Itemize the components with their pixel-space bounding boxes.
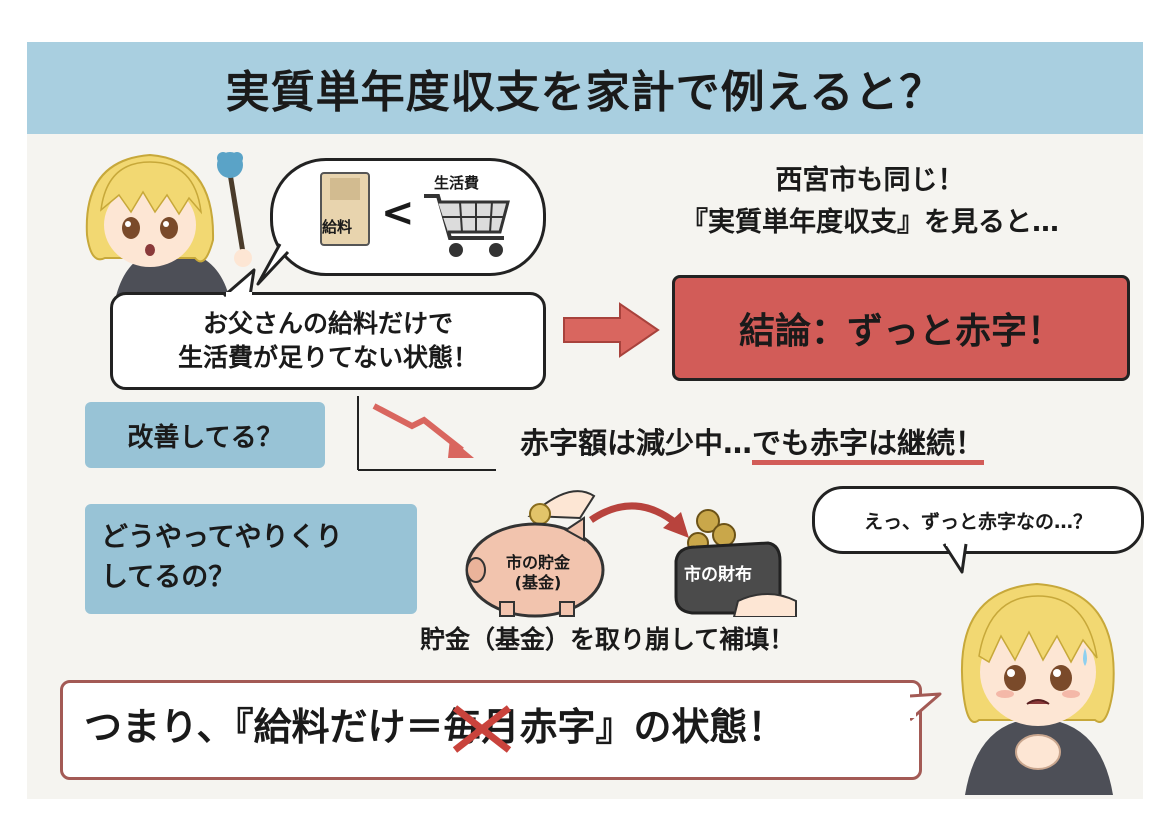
salary-label: 給料	[322, 218, 353, 236]
cross-mark-icon	[453, 705, 512, 753]
explanation-box: お父さんの給料だけで 生活費が足りてない状態！	[110, 292, 546, 390]
transfer-arrow-icon	[589, 502, 689, 538]
wallet-label: 市の財布	[684, 565, 752, 585]
summary-box-tail	[910, 692, 942, 722]
fund-text: 貯金（基金）を取り崩して補填！	[420, 625, 795, 654]
piggy-bank-label: 市の貯金 (基金)	[478, 553, 598, 593]
living-cost-label: 生活費	[434, 174, 480, 192]
summary-part2: 赤字』の状態！	[519, 705, 786, 749]
question-improving: 改善してる？	[85, 402, 325, 468]
piggy-bank-line1: 市の貯金	[505, 553, 570, 572]
piggy-bank-line2: (基金)	[514, 573, 562, 592]
explanation-line1: お父さんの給料だけで	[202, 309, 453, 338]
less-than-sign: <	[381, 190, 415, 236]
right-arrow-icon	[563, 302, 660, 358]
title-banner: 実質単年度収支を家計で例えると？	[27, 42, 1143, 134]
summary-crossed-wrap: 毎月	[443, 700, 520, 754]
girl-character-worried	[961, 582, 1115, 795]
intro-line2: 『実質単年度収支』を見ると…	[681, 207, 1059, 238]
salary-envelope-icon	[320, 172, 370, 246]
summary-text: つまり、『給料だけ＝毎月赤字』の状態！	[84, 700, 786, 754]
surprise-bubble-tail	[942, 540, 968, 574]
thought-bubble-tail	[256, 243, 290, 286]
girl-character-top	[85, 152, 252, 300]
summary-box	[60, 680, 922, 780]
question-manage-line2: してるの？	[101, 562, 236, 593]
explanation-box-tail	[223, 268, 256, 298]
question-manage-line1: どうやってやりくり	[101, 522, 343, 553]
trend-text-part2: でも赤字は継続！	[752, 426, 985, 465]
surprise-bubble: えっ、ずっと赤字なの…？	[812, 486, 1144, 554]
wallet-icon	[674, 509, 797, 617]
trend-text-part1: 赤字額は減少中…	[520, 426, 753, 460]
intro-line1: 西宮市も同じ！	[775, 165, 965, 196]
trend-text: 赤字額は減少中…でも赤字は継続！	[520, 420, 985, 465]
question-manage: どうやってやりくり してるの？	[85, 504, 417, 614]
shopping-cart-icon	[424, 194, 510, 257]
page-title: 実質単年度収支を家計で例えると？	[225, 67, 945, 118]
summary-part1: つまり、『給料だけ＝	[84, 705, 444, 749]
conclusion-box: 結論：ずっと赤字！	[672, 275, 1130, 381]
explanation-line2: 生活費が足りてない状態！	[177, 343, 478, 372]
decreasing-trend-icon	[357, 396, 496, 471]
piggy-bank-icon	[465, 490, 605, 618]
